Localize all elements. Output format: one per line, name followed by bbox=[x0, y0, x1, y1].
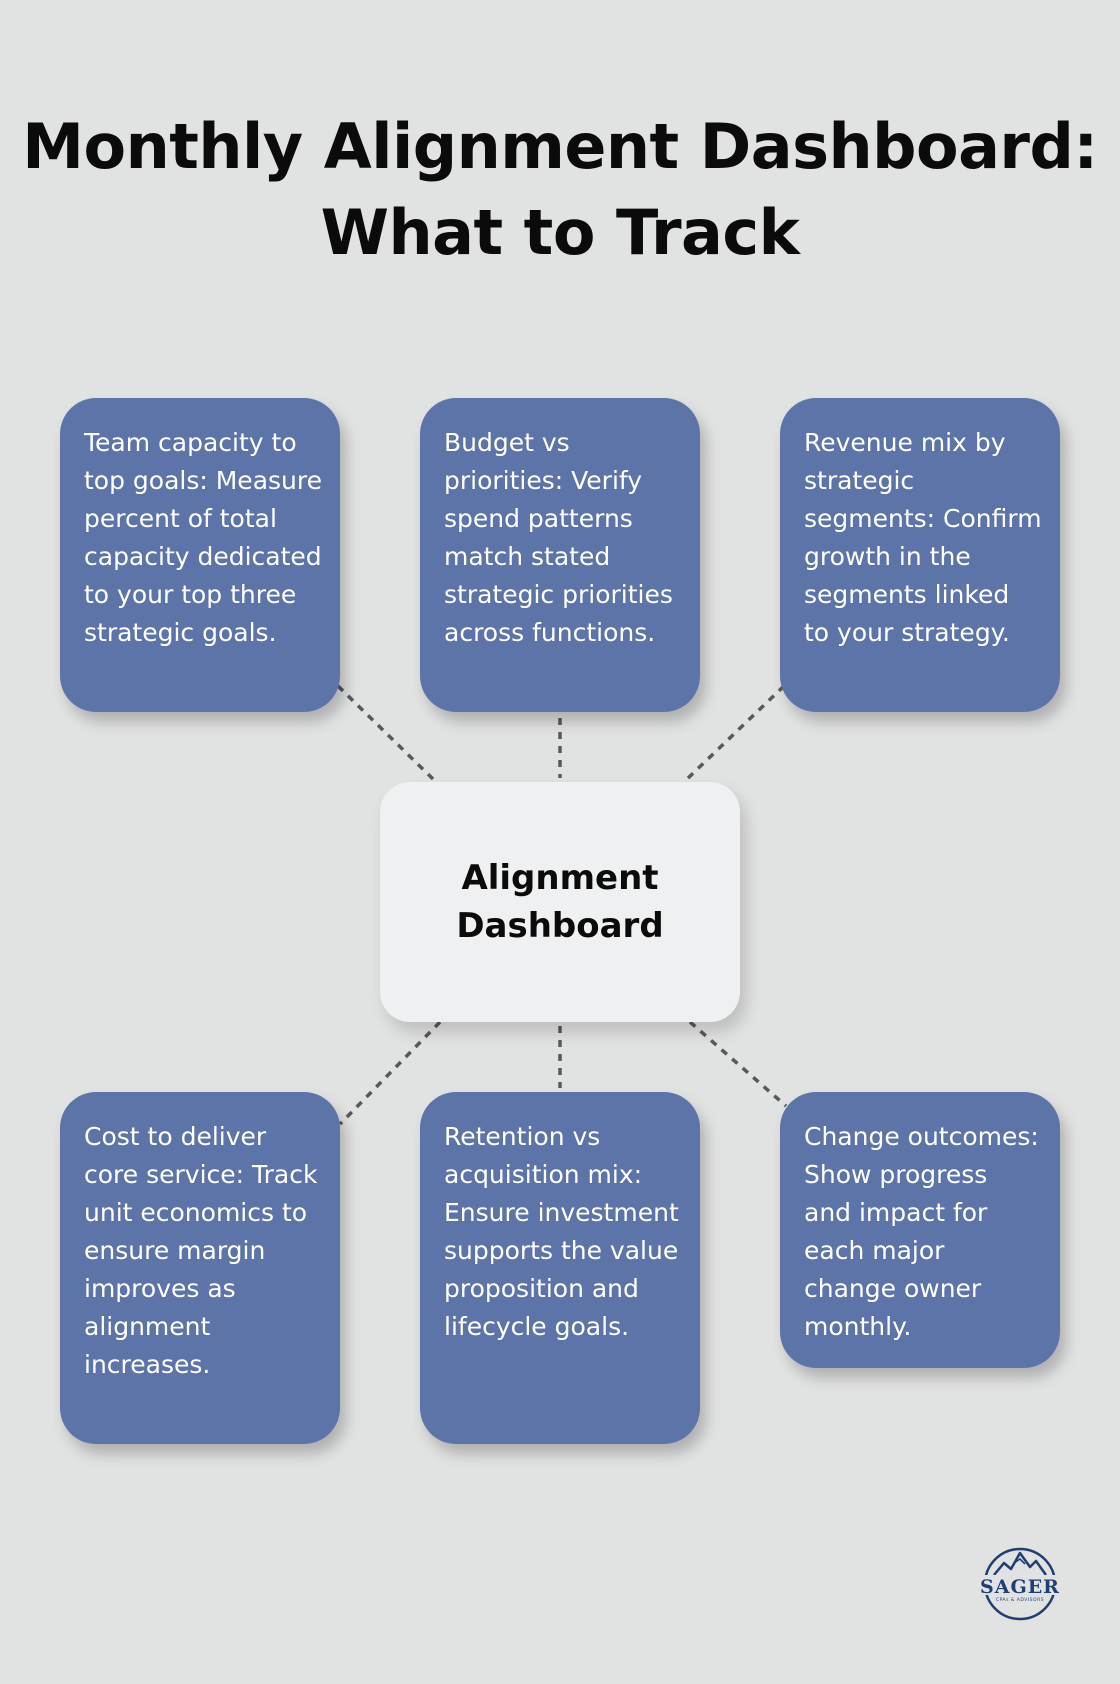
card-team-capacity: Team capacity to top goals: Measure perc… bbox=[60, 398, 340, 712]
connector-bottom-right bbox=[688, 1020, 788, 1108]
connector-top-right bbox=[684, 684, 786, 782]
center-node-label: Alignment Dashboard bbox=[456, 858, 664, 946]
logo-tagline: CPAs & ADVISORS bbox=[996, 1597, 1044, 1603]
card-budget-vs-priorities: Budget vs priorities: Verify spend patte… bbox=[420, 398, 700, 712]
page-title-line-2: What to Track bbox=[320, 196, 800, 269]
card-revenue-mix: Revenue mix by strategic segments: Confi… bbox=[780, 398, 1060, 712]
page-title-line-1: Monthly Alignment Dashboard: bbox=[22, 110, 1098, 183]
card-retention-vs-acquisition: Retention vs acquisition mix: Ensure inv… bbox=[420, 1092, 700, 1444]
card-change-outcomes: Change outcomes: Show progress and impac… bbox=[780, 1092, 1060, 1368]
connector-bottom-left bbox=[338, 1020, 442, 1126]
sager-logo: SAGER CPAs & ADVISORS bbox=[978, 1547, 1062, 1621]
center-node: Alignment Dashboard bbox=[380, 782, 740, 1022]
connector-top-left bbox=[336, 684, 436, 782]
logo-wordmark: SAGER bbox=[980, 1576, 1060, 1598]
card-cost-to-deliver: Cost to deliver core service: Track unit… bbox=[60, 1092, 340, 1444]
